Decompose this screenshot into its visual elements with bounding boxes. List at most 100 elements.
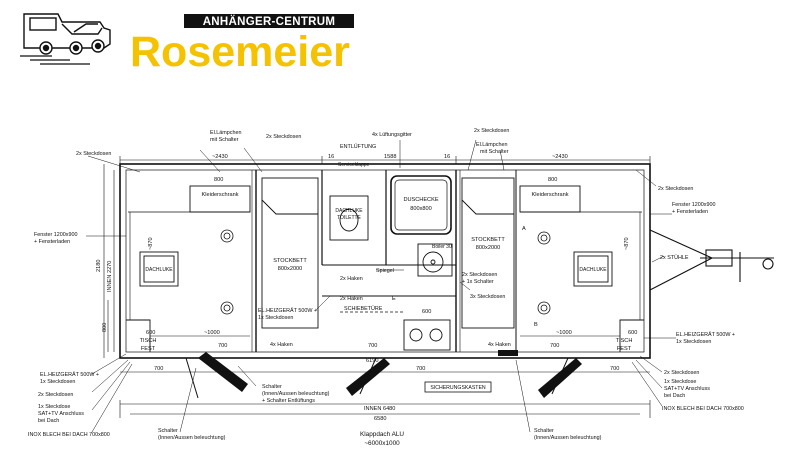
bunk-bed-left-size: 800x2000 <box>278 266 303 272</box>
entrance-door-left <box>185 352 248 399</box>
sockets-top-b: 2x Steckdosen <box>474 128 509 134</box>
dim-16-b: 16 <box>444 154 450 160</box>
chair-icon <box>220 229 551 315</box>
dimension-lines <box>103 156 651 418</box>
dim-1000-right: ~1000 <box>556 330 572 336</box>
fixed-table-right <box>619 319 644 352</box>
wardrobe-left-label: Kleiderschrank <box>202 192 239 198</box>
dim-6480: INNEN 6480 <box>364 406 395 412</box>
dimension-values: ~2430 1588 16 16 ~2430 800 800 2180 INNE… <box>96 154 637 422</box>
dim-2270: INNEN 2270 <box>107 261 113 292</box>
annotations: El.Lämpchen mit Schalter 2x Steckdosen E… <box>28 128 744 447</box>
hooks-4-b: 4x Haken <box>488 342 511 348</box>
bunk-bed-right-size: 800x2000 <box>476 245 501 251</box>
switch-bottom-left-lighting: (Innen/Aussen beleuchtung) <box>158 435 226 441</box>
switch-bottom-right-lighting: (Innen/Aussen beleuchtung) <box>534 435 602 441</box>
service-hatch-label: Serviceklappe <box>338 162 370 168</box>
table-left-label: TISCH <box>140 338 157 344</box>
tagline-bar <box>184 14 354 28</box>
section-mark-e: E <box>392 296 396 302</box>
brand-tagline: ANHÄNGER-CENTRUM <box>203 15 336 28</box>
toilet-roof-hatch-label: DACHLUKE <box>335 208 363 214</box>
heater-left-label: EL.HEIZGERÄT 500W + <box>40 371 99 378</box>
dim-6190: 6190 <box>366 358 378 364</box>
switch-bottom-right: Schalter <box>534 428 554 434</box>
bunk-bed-left-label: STOCKBETT <box>273 258 307 264</box>
sockets-bottom-right: 2x Steckdosen <box>664 370 699 376</box>
sliding-door-label: SCHIEBETÜRE <box>344 305 383 312</box>
mirror-label: Spiegel <box>376 268 394 274</box>
hooks-2-b: 2x Haken <box>340 296 363 302</box>
heater-right-label: EL.HEIZGERÄT 500W + <box>676 331 735 338</box>
fixed-table-left <box>126 319 151 352</box>
heater-mid-label: EL.HEIZGERÄT 500W + <box>258 307 317 314</box>
fuse-box-label: SICHERUNGSKASTEN <box>430 385 486 391</box>
sockets-top-a: 2x Steckdosen <box>266 134 301 140</box>
hooks-4-a: 4x Haken <box>270 342 293 348</box>
toilet <box>329 195 369 241</box>
socket-right-sat: SAT+TV Anschluss <box>664 386 710 392</box>
dim-16-a: 16 <box>328 154 334 160</box>
entrance-door-right <box>538 357 582 398</box>
socket-left-roof: bei Dach <box>38 418 59 424</box>
dim-600-a: 600 <box>146 330 155 336</box>
window-left-shutter: + Fensterladen <box>34 239 70 245</box>
bunk-bed-left <box>261 177 319 329</box>
dim-2430-right: ~2430 <box>552 154 568 160</box>
window-right-label: Fenster 1200x900 <box>672 202 715 208</box>
dim-2430-left: ~2430 <box>212 154 228 160</box>
boiler-label: Boiler 30l <box>432 244 453 250</box>
section-mark-a: A <box>522 226 526 232</box>
table-right-label: TISCH <box>616 338 633 344</box>
sockets-bottom-left: 2x Steckdosen <box>38 392 73 398</box>
dim-800-a: 800 <box>214 177 223 183</box>
fuse-box <box>498 350 518 356</box>
socket-right-roof: bei Dach <box>664 393 685 399</box>
dim-1000-left: ~1000 <box>204 330 220 336</box>
wardrobe-right-label: Kleiderschrank <box>532 192 569 198</box>
dim-600-c: 600 <box>628 330 637 336</box>
vent-grilles-label: 4x Lüftungsgitter <box>372 132 412 138</box>
lamp-right-switch: mit Schalter <box>480 149 509 155</box>
dim-870-left: ~870 <box>148 237 154 250</box>
entrance-door-mid <box>346 357 390 396</box>
dim-700-e: 700 <box>416 366 425 372</box>
switch-mid: + 1x Schalter <box>462 279 494 285</box>
dim-2180: 2180 <box>96 260 102 272</box>
dim-800-b: 800 <box>548 177 557 183</box>
heater-left-socket: 1x Steckdosen <box>40 379 75 385</box>
sockets-mid: 2x Steckdosen <box>462 272 497 278</box>
shower-label: DUSCHECKE <box>403 197 438 203</box>
stove <box>403 319 451 351</box>
dim-6580: 6580 <box>374 416 386 422</box>
roof-hatch-right-label: DACHLUKE <box>579 267 607 273</box>
switch-bottom-left: Schalter <box>158 428 178 434</box>
sockets-right-top: 2x Steckdosen <box>658 186 693 192</box>
roof-hatch-left-label: DACHLUKE <box>145 267 173 273</box>
trailer-drawbar <box>649 229 774 291</box>
sockets-left-top: 2x Steckdosen <box>76 151 111 157</box>
folding-roof-label: Klappdach ALU <box>360 431 404 438</box>
window-right-shutter: + Fensterladen <box>672 209 708 215</box>
heater-mid-socket: 1x Steckdosen <box>258 315 293 321</box>
shower-size: 800x800 <box>410 206 431 212</box>
inox-right-label: INOX BLECH BEI DACH 700x800 <box>662 406 744 412</box>
dim-1588: 1588 <box>384 154 396 160</box>
dim-800-vertical: 800 <box>102 323 108 332</box>
dim-700-b: 700 <box>368 343 377 349</box>
switch-lighting: (Innen/Aussen beleuchtung) <box>262 391 330 397</box>
dim-700-d: 700 <box>154 366 163 372</box>
socket-right-label: 1x Steckdose <box>664 379 696 385</box>
fuse-box-label-box <box>424 381 492 393</box>
sockets-3: 3x Steckdosen <box>470 294 505 300</box>
switch-label: Schalter <box>262 384 282 390</box>
trailer-car-logo-icon <box>20 13 111 65</box>
roof-hatch-left <box>139 251 179 287</box>
bunk-bed-right <box>461 177 515 329</box>
chairs-label: 2x STÜHLE <box>660 254 689 261</box>
brand-name: Rosemeier <box>130 28 350 76</box>
table-left-fixed: FEST <box>141 346 156 352</box>
trailer-outline <box>119 163 651 359</box>
